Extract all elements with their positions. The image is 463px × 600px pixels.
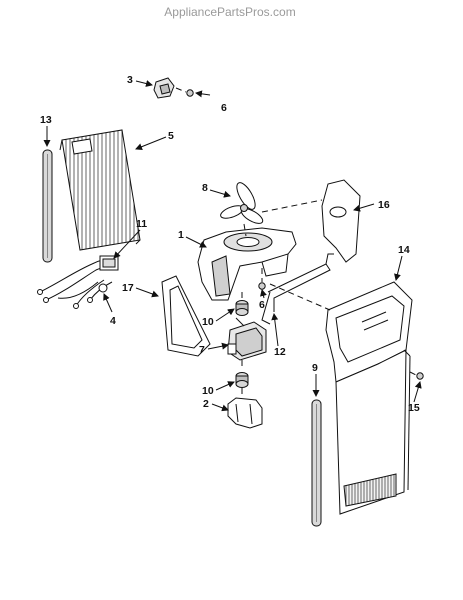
part-6-screw-top [175,87,194,97]
part-5-grille-panel [59,129,141,251]
callout-10-upper: 10 [202,316,214,328]
part-16-upper-cover [261,179,361,263]
part-10-grommet-upper [235,292,249,316]
part-17-cover-plate [161,275,211,357]
callout-numbers: 3 6 13 5 8 16 1 11 14 17 6 4 10 12 7 9 1… [40,74,420,414]
callout-1: 1 [178,229,184,241]
part-1-fan-housing [197,227,297,301]
callout-5: 5 [168,130,174,142]
callout-16: 16 [378,199,390,211]
part-13-gasket-strip [42,149,53,263]
callout-10-lower: 10 [202,385,214,397]
callout-7: 7 [199,344,205,356]
part-9-gasket-strip [311,399,322,527]
callout-3: 3 [127,74,133,86]
part-3-clip [153,77,175,99]
callout-2: 2 [203,398,209,410]
part-2-motor-bracket [227,397,263,429]
callout-6-top: 6 [221,102,227,114]
callout-4: 4 [110,315,116,327]
part-10-grommet-lower [235,372,249,396]
part-7-fan-motor [227,317,267,370]
part-14-rear-panel [269,281,413,515]
callout-8: 8 [202,182,208,194]
watermark-text: AppliancePartsPros.com [164,5,295,19]
callout-6-middle: 6 [259,299,265,311]
part-11-wire-harness [37,255,119,309]
callout-17: 17 [122,282,134,294]
callout-14: 14 [398,244,410,256]
part-8-fan-blade [220,182,264,237]
callout-12: 12 [274,346,286,358]
part-12-bracket [261,253,334,325]
callout-15: 15 [408,402,420,414]
callout-13: 13 [40,114,52,126]
part-15-screw [409,371,424,380]
callout-11: 11 [136,218,147,230]
callout-9: 9 [312,362,318,374]
callout-leaders [43,80,422,412]
